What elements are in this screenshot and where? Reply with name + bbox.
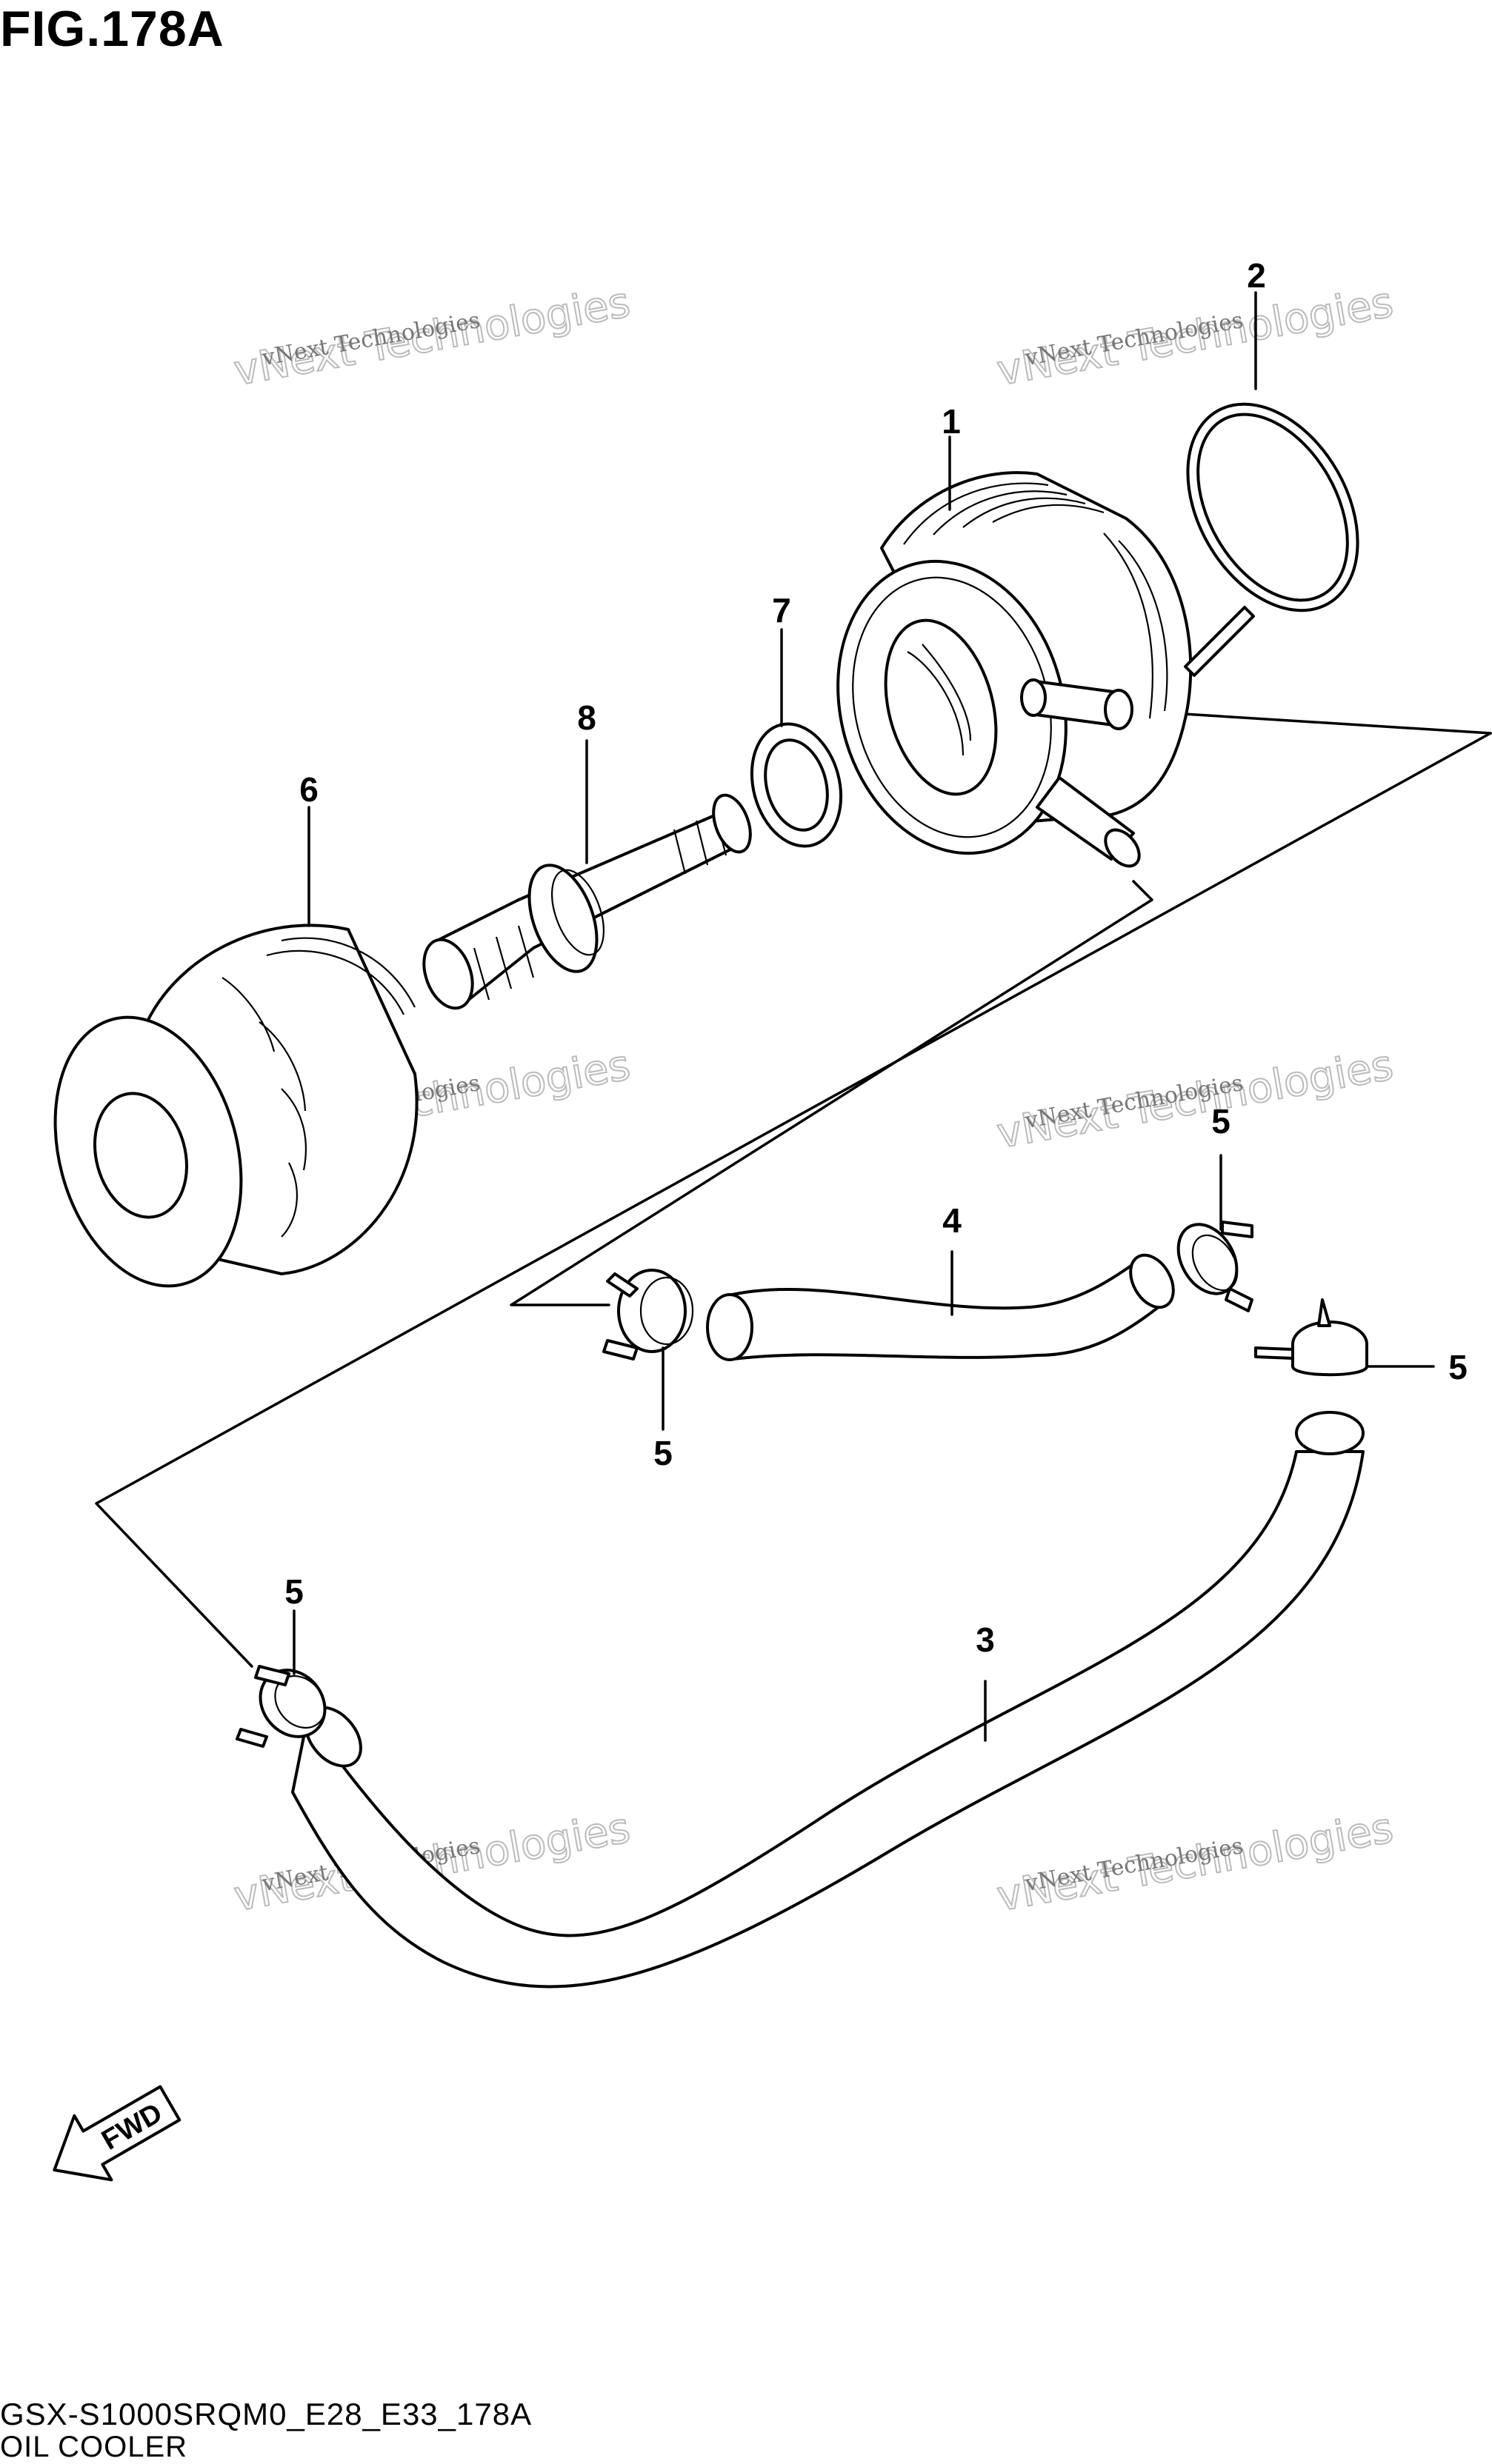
watermark-mr: vNext Technologies vNext Technologies [993,1041,1397,1159]
callout-5-clamp-a: 5 [653,1434,673,1472]
callout-3: 3 [976,1620,995,1659]
clamp-part-5-d [236,1665,327,1748]
clamp-part-5-b [1176,1221,1253,1312]
arrow-icon [53,2085,181,2182]
hose-part-3 [291,1411,1365,1989]
model-code: GSX-S1000SRQM0_E28_E33_178A [0,2397,533,2431]
callout-2: 2 [1247,256,1266,295]
fwd-direction-marker: FWD [53,2085,181,2182]
assembly-outline [95,712,1492,1668]
callout-7: 7 [772,591,791,630]
watermark-tr: vNext Technologies vNext Technologies [993,278,1397,396]
callout-1: 1 [942,402,961,441]
assembly-name: OIL COOLER [0,2431,188,2463]
clamp-part-5-c [1254,1298,1368,1377]
oil-filter-part-6 [53,924,419,1288]
union-bolt-part-8 [422,793,752,1010]
callout-5-clamp-d: 5 [284,1572,304,1611]
callout-5-clamp-b: 5 [1211,1102,1230,1141]
leader-lines [293,291,1435,1742]
hose-part-4 [706,1253,1175,1361]
callout-8: 8 [577,698,596,737]
callout-5-clamp-c: 5 [1448,1348,1468,1386]
watermark-br: vNext Technologies vNext Technologies [993,1803,1397,1922]
figure-title: FIG.178A [0,1,224,57]
watermark-tl: vNext Technologies vNext Technologies [230,278,634,396]
callout-labels: 1 2 3 4 5 5 5 5 6 7 8 [284,256,1468,1659]
o-ring-part-2 [1186,402,1359,612]
oil-cooler-part-1 [836,471,1255,868]
callout-6: 6 [299,770,319,809]
clamp-part-5-a [602,1269,694,1360]
callout-4: 4 [942,1201,962,1240]
washer-part-7 [750,722,843,848]
